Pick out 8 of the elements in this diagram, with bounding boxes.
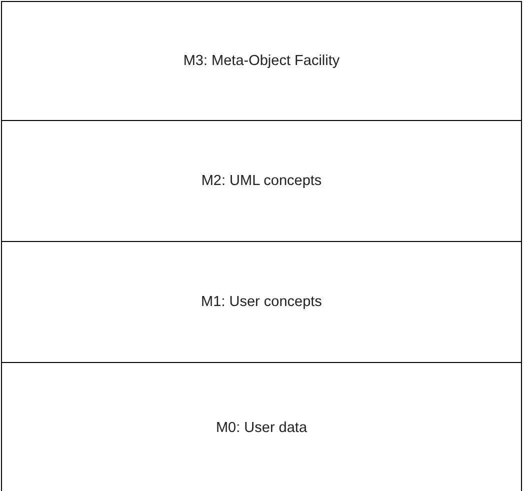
- layer-label: M0: User data: [216, 420, 308, 436]
- layer-band: [1, 362, 522, 491]
- layer-band: [1, 120, 522, 242]
- layer-label: M3: Meta-Object Facility: [183, 53, 340, 69]
- layer-band: [1, 1, 522, 121]
- layer-band: [1, 241, 522, 363]
- layer-label: M2: UML concepts: [201, 173, 322, 189]
- layer-label: M1: User concepts: [201, 294, 322, 310]
